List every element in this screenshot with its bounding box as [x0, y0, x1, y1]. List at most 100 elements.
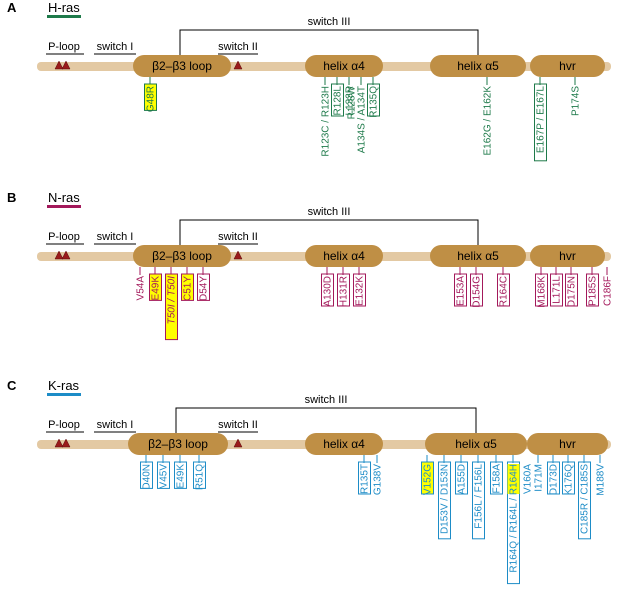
mutation-box: [165, 273, 178, 341]
panel-title-underline: [47, 205, 81, 208]
mutation-box: [149, 273, 162, 301]
mutation-box: [321, 273, 334, 307]
domain-label: β2–β3 loop: [152, 59, 212, 73]
mutation-label: G138V: [373, 464, 384, 495]
domain-0: [128, 433, 228, 455]
mutation-label-group: D54Y: [197, 273, 210, 301]
switch-ii-label: switch II: [218, 231, 258, 243]
mutation-box: [586, 273, 599, 307]
mutation-label-group: E49K: [149, 273, 162, 301]
mutation-box: [578, 461, 591, 540]
mutation-box: [565, 273, 578, 307]
mutation-label: C51Y: [183, 276, 194, 301]
mutation-label: E49K: [151, 276, 162, 301]
mutation-label-group: T50I / T50I: [165, 273, 178, 341]
mutation-label-group: E162G / E162K: [483, 86, 494, 156]
mutation-label: R164C: [499, 276, 510, 307]
switch-ii-label: switch II: [218, 419, 258, 431]
mutation-box: [367, 83, 380, 117]
mutation-box: [455, 461, 468, 495]
mutation-box: [421, 461, 434, 495]
switch-iii-label: switch III: [308, 206, 351, 218]
mutation-label-group: R123C / R123H: [321, 86, 332, 157]
mutation-label-group: P185S: [586, 273, 599, 307]
mutation-box: [472, 461, 485, 540]
domain-3: [530, 245, 605, 267]
switch-i-label: switch I: [97, 41, 134, 53]
domain-3: [530, 55, 605, 77]
mutation-label-group: A134S / A134T: [357, 86, 368, 153]
p-loop-label: P-loop: [48, 419, 80, 431]
domain-label: hvr: [559, 249, 576, 263]
mutation-box: [547, 461, 560, 495]
mutation-box: [331, 83, 344, 117]
mutation-label: L171L: [552, 276, 563, 304]
mutation-label-group: R164C: [497, 273, 510, 307]
mutation-label-group: M188V: [596, 464, 607, 496]
domain-label: helix α5: [455, 437, 497, 451]
switch-ii-label: switch II: [218, 41, 258, 53]
panel-title: N-ras: [48, 190, 80, 205]
mutation-box: [535, 273, 548, 307]
mutation-label-group: A130D: [321, 273, 334, 307]
domain-1: [305, 433, 383, 455]
switch-iii-bracket: [179, 219, 479, 245]
mutation-label: D54Y: [199, 276, 210, 301]
p-loop-label: P-loop: [48, 41, 80, 53]
mutation-label: P185S: [588, 276, 599, 306]
mutation-label: R135Q: [369, 86, 380, 118]
mutation-box: [140, 461, 153, 489]
mutation-label: E132K: [355, 276, 366, 306]
p-loop-marker: [61, 438, 71, 448]
mutation-label-group: D40N: [140, 461, 153, 490]
mutation-label: T50I / T50I: [167, 276, 178, 325]
switch-iii-label: switch III: [305, 394, 348, 406]
mutation-box: [470, 273, 483, 307]
p-loop-marker: [61, 60, 71, 70]
domain-2: [425, 433, 527, 455]
mutation-label-group: V54A: [136, 276, 147, 301]
mutation-label-group: R128W: [347, 85, 358, 119]
mutation-label-group: L171L: [550, 273, 563, 307]
mutation-box: [358, 461, 371, 495]
domain-3: [527, 433, 608, 455]
mutation-label: E162G / E162K: [483, 86, 494, 156]
mutation-label-group: R135Q: [367, 83, 380, 118]
mutation-label: V54A: [136, 276, 147, 301]
domain-0: [133, 245, 231, 267]
mutation-label: C186F: [603, 276, 614, 306]
domain-label: β2–β3 loop: [148, 437, 208, 451]
domain-1: [305, 55, 383, 77]
mutation-label-group: R135T: [358, 461, 371, 495]
mutation-label: K176Q: [564, 464, 575, 495]
mutation-box: [197, 273, 210, 301]
mutation-label: R128W: [347, 85, 358, 119]
switch-iii-bracket: [179, 29, 479, 55]
mutation-label-group: F158A: [490, 461, 503, 495]
mutation-box: [337, 273, 350, 307]
mutation-box: [438, 461, 451, 540]
mutation-box: [174, 461, 187, 489]
mutation-label-group: V152G: [421, 461, 434, 495]
switch-iii-bracket: [175, 407, 477, 433]
mutation-label: M168K: [537, 276, 548, 308]
mutation-label: V152G: [423, 464, 434, 495]
mutation-box: [497, 273, 510, 307]
switch-i-label: switch I: [97, 419, 134, 431]
mutation-label-group: P174S: [571, 86, 582, 116]
mutation-label: P174S: [571, 86, 582, 116]
mutation-highlight: [507, 464, 520, 494]
domain-2: [430, 55, 526, 77]
mutation-label-group: E132K: [353, 273, 366, 307]
domain-label: β2–β3 loop: [152, 249, 212, 263]
panel-letter: B: [7, 190, 16, 205]
switch-i-label: switch I: [97, 231, 134, 243]
mutation-label-group: F156L / F156L: [472, 461, 485, 540]
mutation-label-group: D154G: [470, 273, 483, 308]
panel-letter: C: [7, 378, 17, 393]
mutation-label: L133R: [345, 86, 356, 115]
mutation-label: A134S / A134T: [357, 86, 368, 153]
mutation-label: D173D: [549, 464, 560, 495]
mutation-label-group: E49K: [174, 461, 187, 489]
